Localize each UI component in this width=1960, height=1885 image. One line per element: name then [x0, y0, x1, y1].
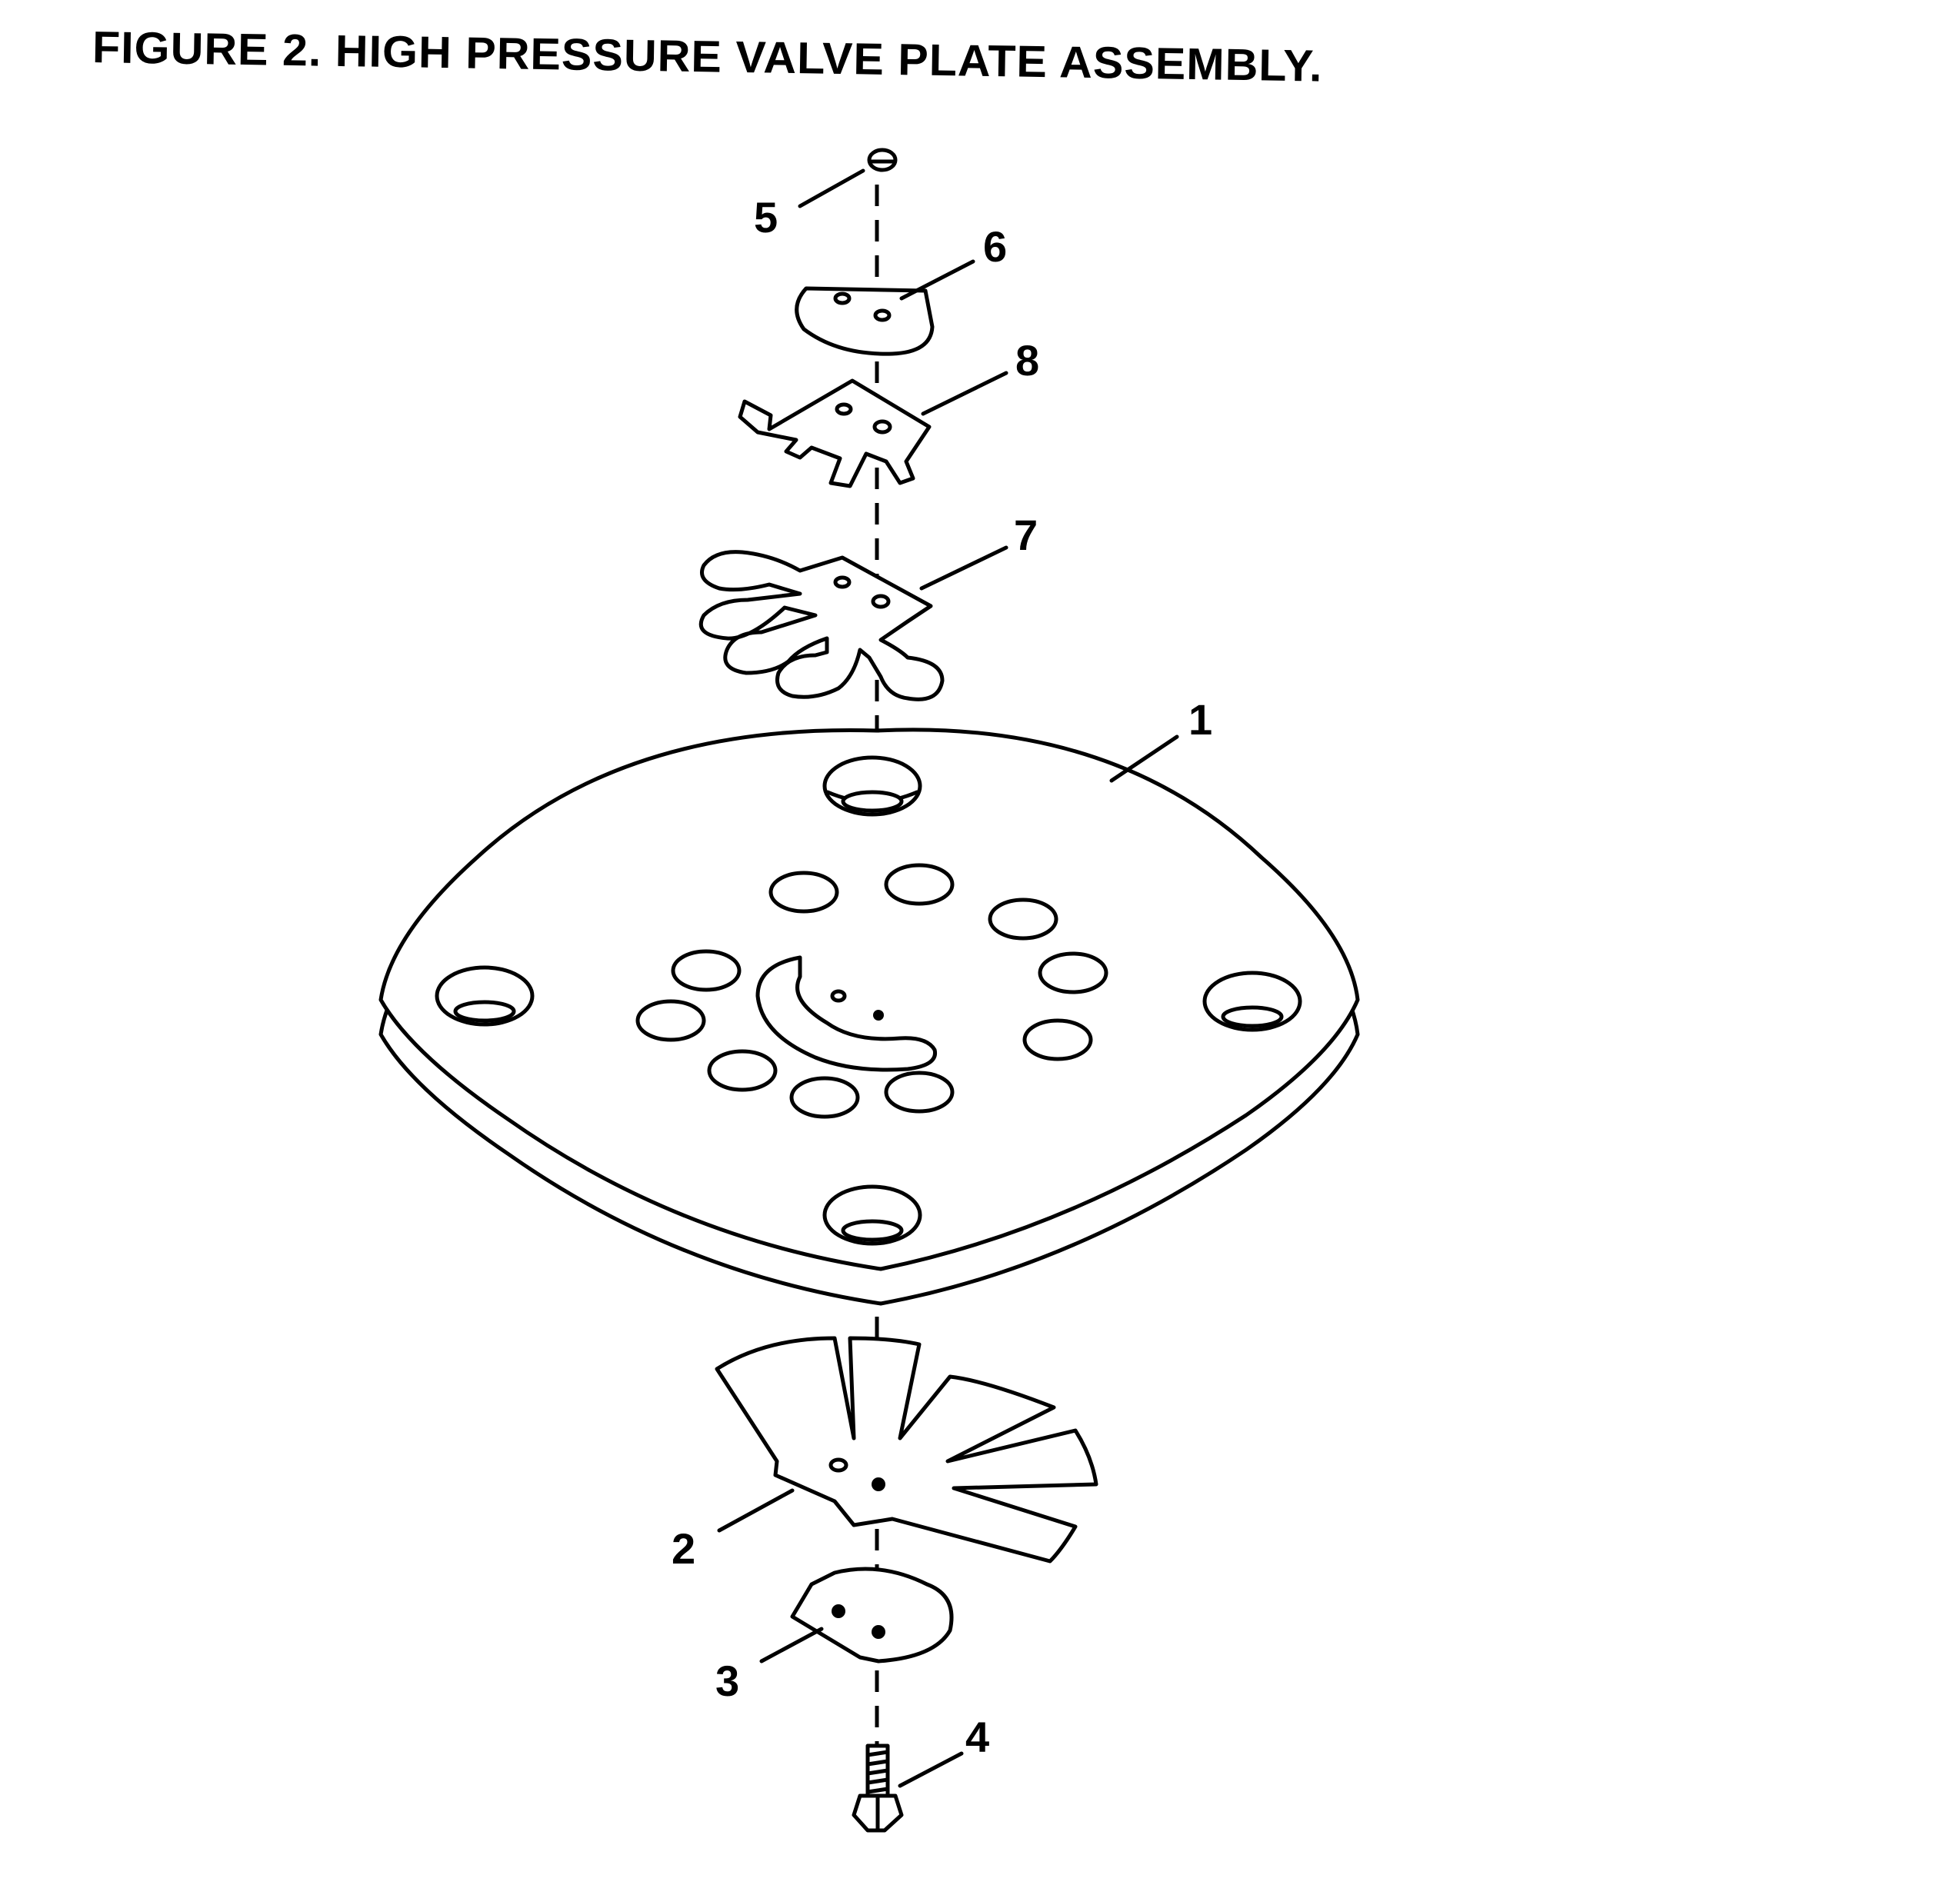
port-holes	[635, 863, 1108, 1119]
leader-lines	[717, 168, 1179, 1788]
part-6-stop-plate	[795, 286, 935, 356]
callout-8: 8	[1015, 336, 1039, 385]
discharge-slot	[755, 955, 938, 1072]
callout-6: 6	[983, 222, 1007, 271]
part-4-screw	[852, 1743, 904, 1833]
callout-5: 5	[754, 193, 778, 241]
part-3-retainer	[790, 1567, 954, 1664]
part-5-nut	[867, 148, 898, 172]
part-7-discharge-reed	[698, 550, 945, 701]
callout-3: 3	[715, 1657, 739, 1705]
bolt-hole-left	[435, 965, 535, 1027]
bolt-hole-bottom	[822, 1184, 922, 1246]
bolt-hole-right	[1202, 971, 1302, 1032]
callout-7: 7	[1014, 511, 1038, 559]
bolt-hole-top	[822, 755, 922, 817]
part-1-valve-plate	[378, 728, 1360, 1306]
callout-4: 4	[965, 1713, 989, 1761]
part-8-backer-reed	[738, 378, 932, 488]
part-2-suction-reed	[715, 1336, 1098, 1564]
callout-1: 1	[1188, 695, 1212, 744]
callout-2: 2	[672, 1524, 695, 1573]
